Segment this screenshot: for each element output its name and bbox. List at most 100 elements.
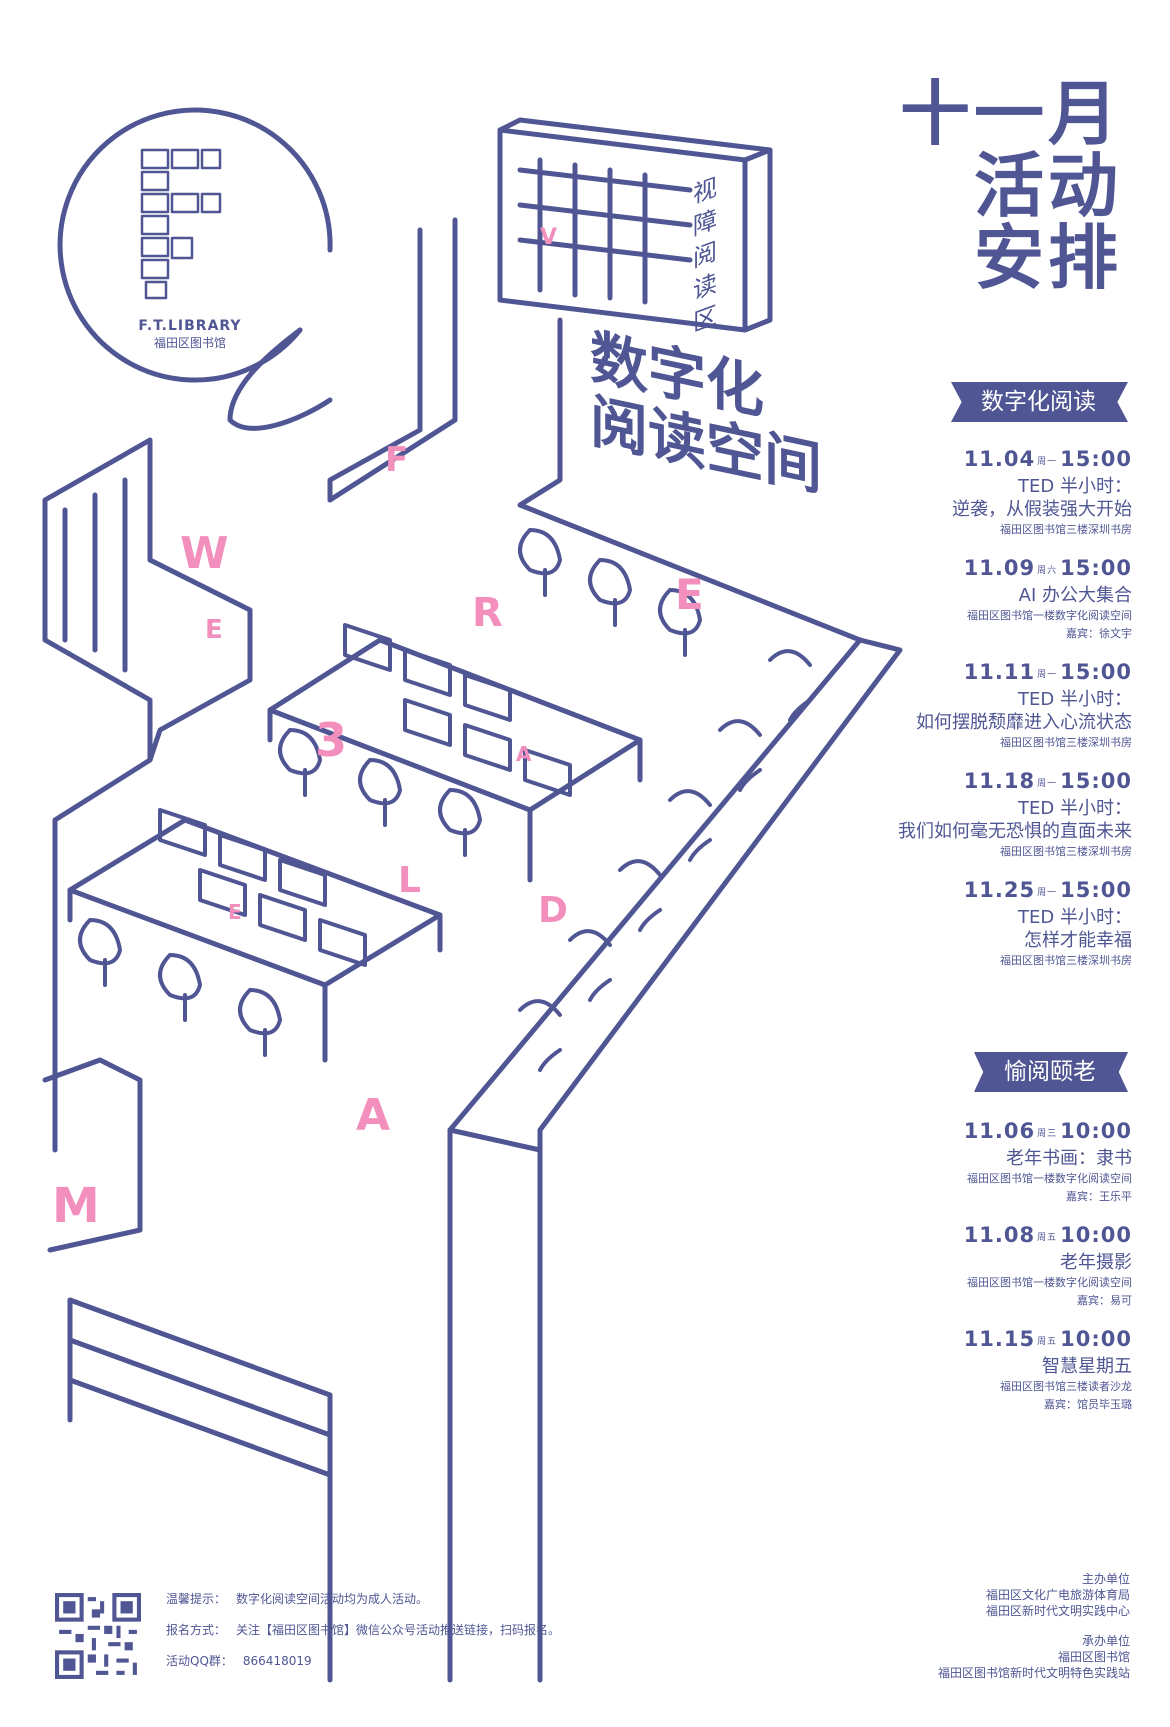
event-guest: 嘉宾：馆员毕玉璐 bbox=[1044, 1398, 1132, 1411]
organizer-group: 主办单位 福田区文化广电旅游体育局 福田区新时代文明实践中心 bbox=[938, 1571, 1130, 1619]
event-time: 15:00 bbox=[1060, 769, 1132, 793]
letter-w: W bbox=[180, 528, 229, 579]
organizer-1: 福田区文化广电旅游体育局 bbox=[985, 1588, 1130, 1602]
event-title: TED 半小时： bbox=[1018, 907, 1132, 928]
page-title: 十一月 活动 安排 bbox=[900, 78, 1122, 294]
event-title: 如何摆脱颓靡进入心流状态 bbox=[916, 712, 1132, 733]
letter-v: V bbox=[540, 225, 558, 250]
event-time: 15:00 bbox=[1060, 447, 1132, 471]
event-title: 怎样才能幸福 bbox=[1024, 930, 1132, 951]
event-title: 老年摄影 bbox=[1060, 1252, 1132, 1273]
qq-value: 866418019 bbox=[242, 1654, 312, 1668]
event-weekday: 周一 bbox=[1037, 670, 1058, 680]
event-weekday: 周一 bbox=[1037, 888, 1058, 898]
number-3: 3 bbox=[315, 713, 348, 767]
letter-e-left: E bbox=[205, 615, 223, 645]
letter-a: A bbox=[356, 1090, 391, 1141]
tip-row: 温馨提示： 数字化阅读空间活动均为成人活动。 bbox=[166, 1584, 560, 1615]
event-title: TED 半小时： bbox=[1018, 476, 1132, 497]
event-weekday: 周一 bbox=[1037, 457, 1058, 467]
event-location: 福田区图书馆一楼数字化阅读空间 bbox=[967, 609, 1132, 622]
event-date: 11.25 bbox=[963, 878, 1036, 902]
letter-f: F bbox=[385, 440, 409, 480]
event-location: 福田区图书馆三楼深圳书房 bbox=[1000, 954, 1132, 967]
event-title: TED 半小时： bbox=[1018, 689, 1132, 710]
signup-row: 报名方式：关注【福田区图书馆】微信公众号活动推送链接，扫码报名。 bbox=[166, 1615, 560, 1646]
event-title: 智慧星期五 bbox=[1042, 1356, 1132, 1377]
logo-f-mark bbox=[140, 148, 222, 300]
event-date: 11.08 bbox=[963, 1223, 1036, 1247]
event-location: 福田区图书馆三楼读者沙龙 bbox=[1000, 1380, 1132, 1393]
event-title: 我们如何毫无恐惧的直面未来 bbox=[898, 821, 1132, 842]
event-guest: 嘉宾：王乐平 bbox=[1066, 1190, 1132, 1203]
host-label: 承办单位 bbox=[1081, 1634, 1130, 1648]
letter-e-screen: E bbox=[228, 900, 242, 924]
event-location: 福田区图书馆三楼深圳书房 bbox=[1000, 736, 1132, 749]
event-time: 10:00 bbox=[1060, 1327, 1132, 1351]
event-weekday: 周一 bbox=[1037, 779, 1058, 789]
host-2: 福田区图书馆新时代文明特色实践站 bbox=[937, 1666, 1130, 1680]
letter-m: M bbox=[52, 1178, 100, 1234]
footer-notes: 温馨提示： 数字化阅读空间活动均为成人活动。 报名方式：关注【福田区图书馆】微信公… bbox=[166, 1584, 560, 1677]
logo-name-cn: 福田区图书馆 bbox=[153, 336, 226, 350]
organizer-label: 主办单位 bbox=[1081, 1572, 1130, 1586]
qq-row: 活动QQ群： 866418019 bbox=[166, 1646, 560, 1677]
accessible-reading-sign: 视障阅读区 bbox=[693, 172, 717, 338]
event-date: 11.15 bbox=[963, 1327, 1036, 1351]
letter-r: R bbox=[472, 590, 503, 636]
event-location: 福田区图书馆一楼数字化阅读空间 bbox=[967, 1172, 1132, 1185]
title-line-2: 活动 bbox=[974, 145, 1122, 227]
organizer-2: 福田区新时代文明实践中心 bbox=[985, 1604, 1130, 1618]
event-weekday: 周六 bbox=[1037, 566, 1058, 576]
event-time: 10:00 bbox=[1060, 1119, 1132, 1143]
event-date: 11.09 bbox=[963, 556, 1036, 580]
title-line-3: 安排 bbox=[974, 217, 1122, 299]
section-banner-seniors: 愉阅颐老 bbox=[974, 1052, 1128, 1092]
event-title: AI 办公大集合 bbox=[1018, 585, 1132, 606]
section-banner-digital-reading: 数字化阅读 bbox=[951, 382, 1128, 422]
event-location: 福田区图书馆三楼深圳书房 bbox=[1000, 845, 1132, 858]
event-weekday: 周五 bbox=[1037, 1233, 1058, 1243]
host-1: 福田区图书馆 bbox=[1057, 1650, 1130, 1664]
signup-text: 关注【福田区图书馆】微信公众号活动推送链接，扫码报名。 bbox=[236, 1623, 561, 1637]
organizers: 主办单位 福田区文化广电旅游体育局 福田区新时代文明实践中心 承办单位 福田区图… bbox=[938, 1571, 1130, 1695]
event-date: 11.11 bbox=[963, 660, 1036, 684]
letter-e-right: E bbox=[675, 570, 704, 619]
qr-code[interactable] bbox=[55, 1593, 141, 1679]
event-time: 15:00 bbox=[1060, 660, 1132, 684]
event-date: 11.06 bbox=[963, 1119, 1036, 1143]
letter-a-screen: A bbox=[516, 742, 532, 766]
event-date: 11.04 bbox=[963, 447, 1036, 471]
logo-circle bbox=[57, 107, 333, 383]
qq-label: 活动QQ群： bbox=[166, 1654, 233, 1668]
event-title: 逆袭，从假装强大开始 bbox=[952, 499, 1132, 520]
event-guest: 嘉宾：徐文宇 bbox=[1066, 627, 1132, 640]
tip-text: 数字化阅读空间活动均为成人活动。 bbox=[236, 1592, 429, 1606]
event-title: 老年书画：隶书 bbox=[1006, 1148, 1132, 1169]
event-title: TED 半小时： bbox=[1018, 798, 1132, 819]
letter-d: D bbox=[538, 890, 568, 931]
logo-name-en: F.T.LIBRARY bbox=[138, 318, 242, 334]
event-guest: 嘉宾：易可 bbox=[1077, 1294, 1132, 1307]
host-group: 承办单位 福田区图书馆 福田区图书馆新时代文明特色实践站 bbox=[938, 1633, 1130, 1681]
tip-label: 温馨提示： bbox=[166, 1592, 227, 1606]
event-time: 10:00 bbox=[1060, 1223, 1132, 1247]
event-location: 福田区图书馆三楼深圳书房 bbox=[1000, 523, 1132, 536]
event-weekday: 周三 bbox=[1037, 1129, 1058, 1139]
title-line-1: 十一月 bbox=[900, 73, 1122, 155]
event-location: 福田区图书馆一楼数字化阅读空间 bbox=[967, 1276, 1132, 1289]
